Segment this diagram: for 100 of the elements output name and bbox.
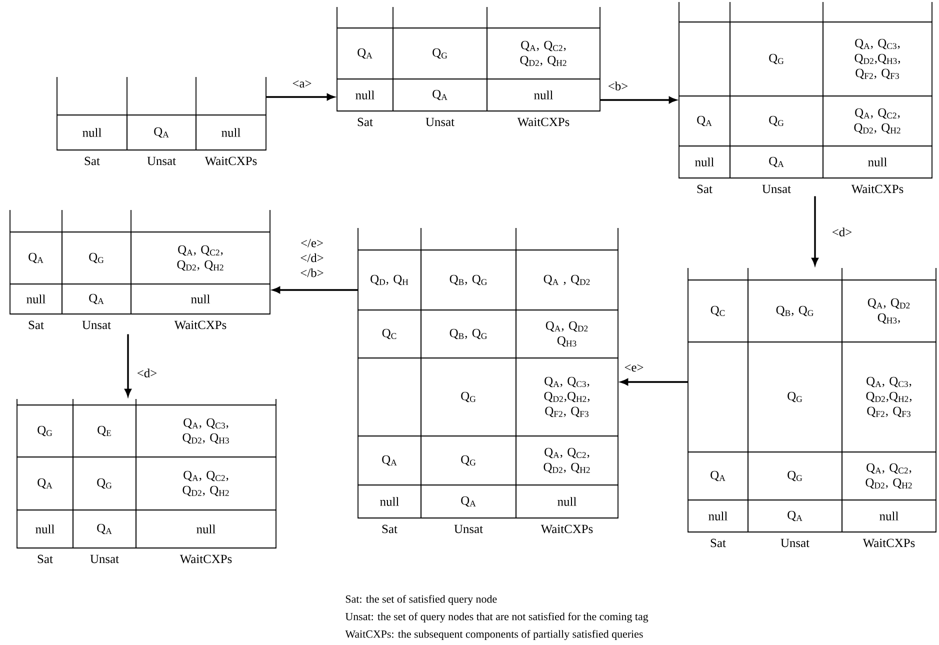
stack-table: [688, 268, 936, 280]
column-header: WaitCXPs: [517, 118, 570, 126]
table-cell: Q$_{A}$, Q$_{D2}$ Q$_{H3}$: [516, 310, 618, 358]
table-cell: Q$_{E}$: [72, 404, 136, 458]
table-cell: Q$_{B}$, Q$_{G}$: [748, 280, 842, 342]
table-cell: Q$_{B}$, Q$_{G}$: [420, 310, 516, 358]
table-cell: null: [196, 114, 266, 150]
table-cell: Q$_{A}$, Q$_{C3}$, Q$_{D2}$,Q$_{H3}$, Q$_{F2}$, Q$_{F3}$: [822, 22, 932, 96]
table-cell: Q$_{A}$ , Q$_{D2}$: [516, 250, 618, 310]
table-cell: Q$_{A}$: [10, 232, 62, 284]
table-cell: Q$_{A}$: [72, 510, 136, 548]
column-header: Sat: [710, 538, 726, 548]
empty-cell: [678, 22, 730, 96]
column-header: Sat: [382, 524, 398, 534]
column-header: WaitCXPs: [204, 156, 257, 166]
column-header: Sat: [84, 156, 100, 166]
table-cell: null: [486, 78, 600, 112]
table-cell: Q$_{A}$, Q$_{C2}$, Q$_{D2}$, Q$_{H2}$: [822, 96, 932, 146]
table-cell: Q$_{A}$: [336, 28, 394, 80]
table-cell: Q$_{A}$: [420, 484, 516, 518]
column-header: Unsat: [147, 156, 176, 166]
stack-table: [358, 228, 618, 250]
column-header: WaitCXPs: [851, 184, 904, 194]
table-cell: Q$_{G}$: [72, 456, 136, 510]
table-cell: Q$_{B}$, Q$_{G}$: [420, 250, 516, 310]
table-cell: Q$_{A}$: [678, 96, 730, 146]
column-header: WaitCXPs: [862, 538, 915, 548]
table-cell: null: [56, 114, 128, 150]
edge-label: <d>: [830, 226, 854, 238]
column-header: Unsat: [426, 118, 454, 126]
table-cell: Q$_{A}$: [62, 284, 132, 314]
table-cell: Q$_{A}$: [16, 456, 74, 510]
table-cell: null: [16, 510, 74, 548]
table-cell: Q$_{A}$, Q$_{C3}$, Q$_{D2}$,Q$_{H2}$, Q$_{F2}$, Q$_{F3}$: [516, 358, 618, 436]
column-header: WaitCXPs: [180, 554, 232, 564]
column-header: Sat: [358, 118, 373, 126]
table-cell: null: [842, 500, 936, 532]
stack-table: [56, 76, 266, 116]
table-cell: Q$_{A}$: [358, 436, 422, 486]
table-cell: null: [688, 500, 748, 532]
arrow: [812, 196, 818, 266]
table-cell: Q$_{A}$: [748, 500, 842, 532]
table-cell: Q$_{C}$: [688, 280, 748, 342]
table-cell: Q$_{G}$: [730, 22, 824, 96]
table-cell: Q$_{G}$: [420, 436, 516, 486]
stack-table: [336, 6, 600, 28]
table-cell: Q$_{D}$, Q$_{H}$: [358, 250, 422, 310]
stack-table: [678, 2, 932, 22]
stack-table: [10, 210, 270, 232]
table-cell: Q$_{A}$, Q$_{C2}$, Q$_{D2}$, Q$_{H2}$: [136, 456, 276, 510]
table-cell: Q$_{G}$: [420, 358, 516, 436]
edge-label: <d>: [136, 368, 158, 378]
note-text: WaitCXPs: the subsequent components of partially satisfied queries: [345, 630, 643, 640]
table-cell: null: [336, 78, 394, 112]
table-cell: Q$_{A}$: [688, 452, 748, 500]
table-cell: Q$_{C}$: [358, 310, 422, 358]
edge-label: <e>: [623, 363, 645, 373]
empty-cell: [688, 342, 748, 452]
arrow: [620, 378, 688, 386]
column-header: WaitCXPs: [174, 320, 226, 330]
table-cell: null: [678, 146, 730, 178]
edge-label: <b>: [606, 80, 630, 92]
table-cell: null: [516, 484, 618, 518]
table-cell: Q$_{G}$: [392, 28, 488, 80]
table-cell: Q$_{A}$, Q$_{D2}$ Q$_{H3}$,: [842, 280, 936, 342]
table-cell: Q$_{A}$, Q$_{C2}$, Q$_{D2}$, Q$_{H2}$: [842, 452, 936, 500]
table-cell: Q$_{G}$: [16, 404, 74, 458]
arrow: [124, 334, 132, 396]
table-cell: Q$_{A}$, Q$_{C2}$, Q$_{D2}$, Q$_{H2}$: [516, 436, 618, 486]
note-text: Unsat: the set of query nodes that are not satisfied for the coming tag: [345, 612, 648, 623]
table-cell: Q$_{G}$: [748, 452, 842, 500]
table-cell: Q$_{A}$: [392, 78, 488, 112]
table-cell: Q$_{G}$: [748, 342, 842, 452]
table-cell: Q$_{G}$: [62, 232, 132, 284]
column-header: Sat: [697, 184, 712, 194]
arrow: [266, 94, 334, 100]
column-header: Unsat: [454, 524, 483, 534]
column-header: Sat: [38, 554, 53, 564]
table-cell: null: [822, 146, 932, 178]
table-cell: null: [130, 284, 270, 314]
table-cell: Q$_{A}$, Q$_{C2}$, Q$_{D2}$, Q$_{H2}$: [486, 28, 600, 80]
table-cell: null: [10, 284, 62, 314]
table-cell: Q$_{A}$: [730, 146, 824, 178]
column-header: Unsat: [90, 554, 119, 564]
table-cell: Q$_{A}$, Q$_{C3}$, Q$_{D2}$,Q$_{H2}$, Q$_{F2}$, Q$_{F3}$: [842, 342, 936, 452]
table-cell: Q$_{A}$, Q$_{C3}$, Q$_{D2}$, Q$_{H3}$: [136, 404, 276, 458]
table-cell: Q$_{A}$: [126, 114, 196, 150]
table-cell: null: [136, 510, 276, 548]
arrow: [272, 286, 358, 294]
table-cell: Q$_{A}$, Q$_{C2}$, Q$_{D2}$, Q$_{H2}$: [130, 232, 270, 284]
table-cell: Q$_{G}$: [730, 96, 824, 146]
column-header: Sat: [28, 320, 44, 330]
edge-label: <a>: [291, 79, 313, 89]
note-text: Sat: the set of satisfied query node: [346, 594, 497, 606]
column-header: Unsat: [780, 538, 810, 548]
stack-table: [16, 398, 276, 406]
column-header: Unsat: [82, 320, 111, 330]
column-header: Unsat: [762, 184, 791, 194]
table-cell: null: [358, 484, 422, 518]
edge-label: </e> </d> </b>: [296, 238, 328, 278]
